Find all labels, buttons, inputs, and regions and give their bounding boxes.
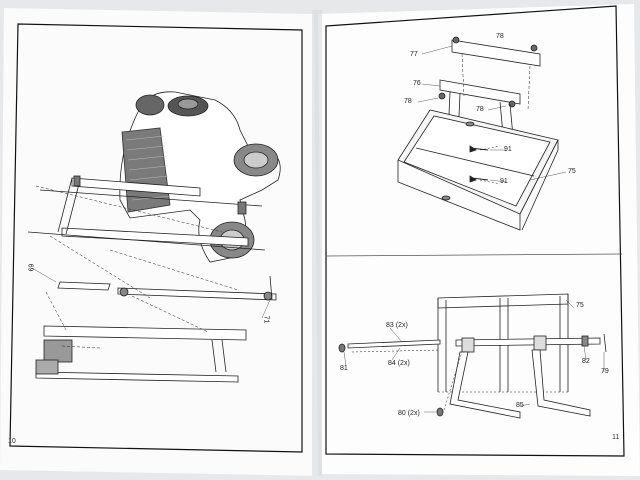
callout-75-bottom: 75: [576, 302, 584, 309]
callout-75-top: 75: [568, 168, 576, 175]
callout-91-lower: 91: [500, 178, 508, 185]
callout-78-mid: 78: [476, 106, 484, 113]
callout-85: 85: [516, 402, 524, 409]
right-page-divider: [325, 253, 623, 257]
callout-83: 83 (2x): [386, 322, 408, 329]
leader-lines: [31, 45, 605, 413]
tractor-drawing: [27, 91, 281, 383]
right-page-frame: [325, 5, 625, 457]
callout-91-upper: 91: [504, 146, 512, 153]
forks-assembly-drawing: [338, 293, 607, 419]
callout-77: 77: [410, 51, 418, 58]
callout-81: 81: [340, 365, 348, 372]
callout-82: 82: [582, 358, 590, 365]
right-page-number: 11: [612, 434, 620, 441]
callout-80: 80 (2x): [398, 410, 420, 417]
callout-71: 71: [262, 315, 270, 324]
callout-84: 84 (2x): [388, 360, 410, 367]
right-page-sheet: [318, 4, 640, 476]
callout-78-top: 78: [496, 33, 504, 40]
callout-76: 76: [413, 80, 421, 87]
frame-assembly-drawing: [397, 36, 559, 231]
callout-78-left: 78: [404, 98, 412, 105]
callout-69: 69: [26, 263, 34, 272]
left-page-frame: [9, 23, 303, 453]
left-page-number: 10: [8, 438, 16, 445]
callout-79: 79: [601, 368, 609, 375]
